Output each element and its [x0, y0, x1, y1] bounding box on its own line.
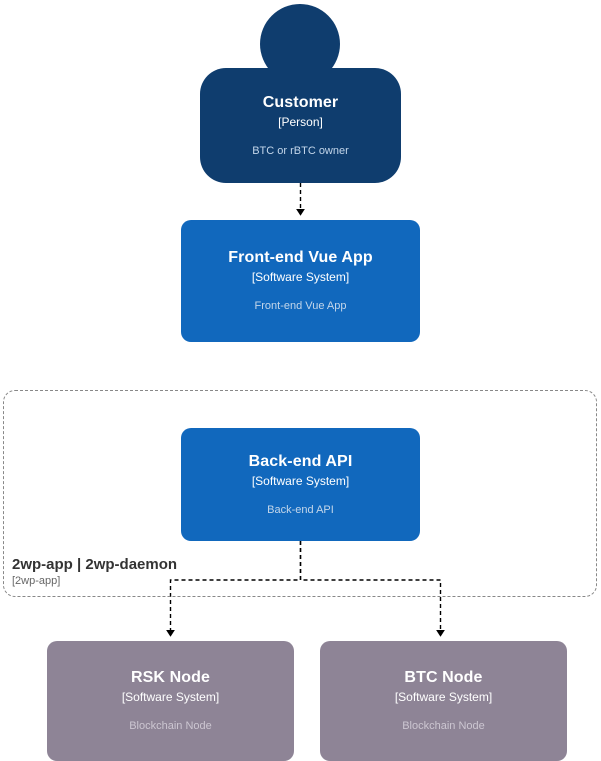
boundary-label: 2wp-app | 2wp-daemon [2wp-app] [12, 555, 177, 589]
btc-node-title: BTC Node [404, 669, 483, 686]
btc-node-type: [Software System] [394, 690, 493, 704]
customer-description: BTC or rBTC owner [252, 144, 349, 157]
backend-description: Back-end API [267, 503, 334, 516]
rsk-node-type: [Software System] [121, 690, 220, 704]
frontend-title: Front-end Vue App [228, 249, 373, 266]
rsk-node-description: Blockchain Node [129, 720, 212, 732]
customer-type: [Person] [278, 114, 323, 129]
backend-title: Back-end API [248, 452, 353, 470]
node-frontend-vue-app[interactable]: Front-end Vue App [Software System] Fron… [181, 220, 420, 342]
node-customer[interactable]: Customer [Person] BTC or rBTC owner [200, 68, 401, 183]
node-backend-api[interactable]: Back-end API [Software System] Back-end … [181, 428, 420, 541]
boundary-2wp-app [3, 390, 597, 597]
node-btc-node[interactable]: BTC Node [Software System] Blockchain No… [320, 641, 567, 761]
btc-node-description: Blockchain Node [402, 720, 485, 732]
frontend-description: Front-end Vue App [254, 300, 347, 312]
boundary-type: [2wp-app] [12, 575, 61, 587]
customer-title: Customer [262, 93, 339, 111]
frontend-type: [Software System] [251, 270, 350, 284]
backend-type: [Software System] [251, 473, 350, 488]
rsk-node-title: RSK Node [130, 669, 211, 686]
boundary-title: 2wp-app | 2wp-daemon [12, 556, 178, 573]
node-rsk-node[interactable]: RSK Node [Software System] Blockchain No… [47, 641, 294, 761]
